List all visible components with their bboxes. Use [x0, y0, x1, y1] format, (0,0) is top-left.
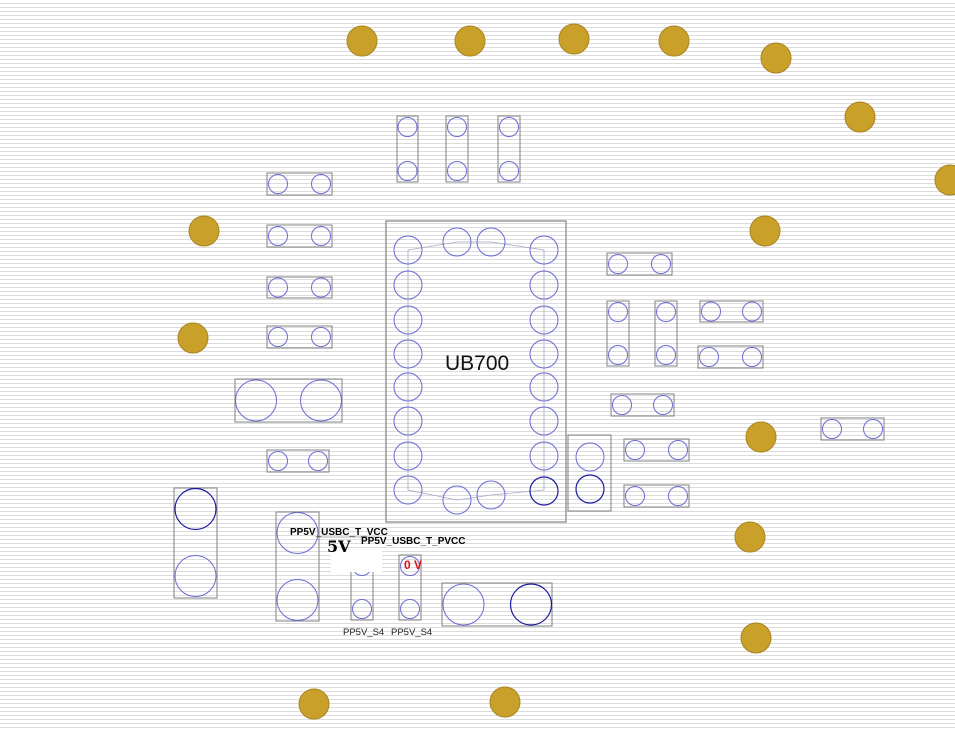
via[interactable] [734, 521, 766, 553]
part-outline[interactable] [497, 115, 521, 183]
ic-designator-label: UB700 [445, 352, 510, 375]
pin-label-right: PP5V_S4 [391, 627, 433, 638]
bottom-components [173, 487, 553, 627]
via[interactable] [298, 688, 330, 720]
part-outline[interactable] [396, 115, 419, 183]
via[interactable] [934, 164, 955, 196]
part-outline[interactable] [275, 511, 320, 622]
part-outline[interactable] [266, 224, 333, 248]
part-outline[interactable] [445, 115, 469, 183]
via[interactable] [749, 215, 781, 247]
top-components [396, 115, 521, 183]
right-components [567, 252, 885, 512]
part-outline[interactable] [266, 276, 333, 299]
via[interactable] [658, 25, 690, 57]
part-outline[interactable] [173, 487, 218, 599]
via[interactable] [177, 322, 209, 354]
via[interactable] [558, 23, 590, 55]
part-outline[interactable] [820, 417, 885, 441]
part-outline[interactable] [610, 393, 675, 417]
ic-pad-group [393, 227, 559, 515]
via[interactable] [745, 421, 777, 453]
part-outline[interactable] [398, 554, 422, 621]
part-outline[interactable] [606, 300, 630, 367]
pin-label-left: PP5V_S4 [343, 627, 385, 638]
via[interactable] [188, 215, 220, 247]
part-outline[interactable] [699, 300, 764, 323]
voltage-reading-pvcc: 0 V [404, 558, 423, 572]
part-outline[interactable] [654, 300, 678, 367]
left-components [234, 172, 343, 473]
via[interactable] [454, 25, 486, 57]
via-group [177, 23, 955, 720]
part-outline[interactable] [441, 582, 553, 627]
part-outline[interactable] [266, 172, 333, 196]
highlighted-pad[interactable] [529, 476, 559, 506]
via[interactable] [740, 622, 772, 654]
part-outline[interactable] [234, 378, 343, 423]
via[interactable] [844, 101, 876, 133]
net-label-vcc[interactable]: PP5V_USBC_T_VCC [290, 527, 388, 538]
voltage-reading-vcc: 5V [327, 537, 351, 556]
net-label-pvcc[interactable]: PP5V_USBC_T_PVCC [361, 536, 466, 547]
part-outline[interactable] [623, 484, 690, 508]
part-outline[interactable] [266, 325, 333, 349]
part-outline[interactable] [623, 438, 690, 462]
part-outline[interactable] [697, 345, 764, 369]
part-outline[interactable] [606, 252, 673, 276]
measurement-box [331, 551, 382, 572]
via[interactable] [760, 42, 792, 74]
ic-ub700[interactable] [385, 220, 567, 523]
via[interactable] [489, 686, 521, 718]
part-outline[interactable] [266, 449, 330, 473]
via[interactable] [346, 25, 378, 57]
part-outline[interactable] [567, 434, 612, 512]
